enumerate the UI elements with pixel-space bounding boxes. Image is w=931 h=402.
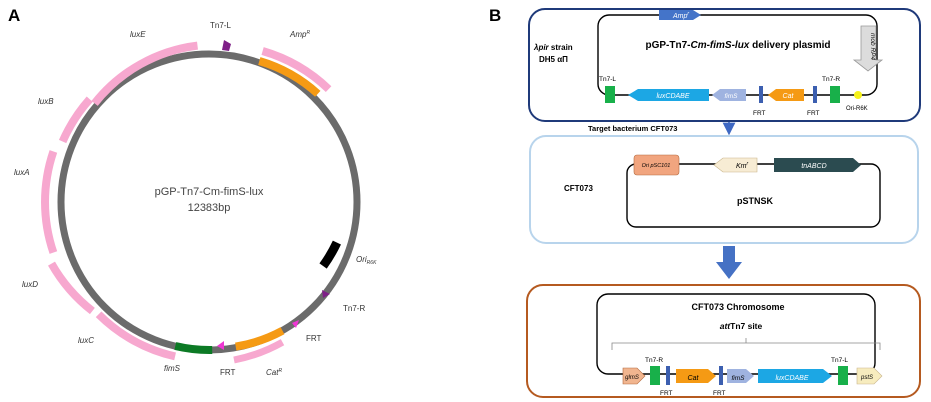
psts-label: pstS <box>860 375 873 381</box>
frt-label-2: FRT <box>220 368 236 377</box>
integration-arrow <box>716 246 742 279</box>
plasmid-name: pGP-Tn7-Cm-fimS-lux <box>155 186 264 198</box>
tn7r-marker <box>322 290 330 298</box>
amp-arc-outer <box>261 47 332 93</box>
ori-r6k-label: Ori-R6K <box>846 106 868 112</box>
tnabcd-label: tnABCD <box>801 163 826 170</box>
panel-a-letter: A <box>8 6 20 25</box>
frt-bar-box1-1 <box>759 86 763 103</box>
delivery-plasmid-box <box>528 8 921 122</box>
tn7r-box1-label: Tn7-R <box>822 76 840 83</box>
ori-psc101-box <box>633 154 680 176</box>
cat-arrow-box3 <box>676 369 716 383</box>
frt-bar-box3-2 <box>719 366 723 385</box>
amp-label: AmpR <box>289 30 310 39</box>
cat-box1-label: Cat <box>783 93 795 100</box>
panel-b-letter: B <box>489 6 501 25</box>
fimS-box1-label: fimS <box>725 93 739 100</box>
attn7-bracket <box>611 338 881 350</box>
frt-box3-label-2: FRT <box>713 390 726 397</box>
fimS-arc <box>174 342 213 355</box>
km-label: Kmr <box>736 161 749 170</box>
luxE-arc <box>91 41 198 106</box>
frt-bar-box1-2 <box>813 86 817 103</box>
frt-box1-label-2: FRT <box>807 110 820 117</box>
ori-r6k-dot <box>854 91 862 99</box>
luxB-arc <box>58 96 93 144</box>
tn7l-marker <box>222 40 231 51</box>
pstnsk-label: pSTNSK <box>737 196 774 206</box>
frt-label-1: FRT <box>306 334 322 343</box>
target-bacterium-label: Target bacterium CFT073 <box>588 124 677 133</box>
psts-arrow <box>856 367 883 385</box>
frt-box1-label-1: FRT <box>753 110 766 117</box>
strain-line2: DH5 αΠ <box>539 55 568 64</box>
luxC-arc <box>95 311 177 361</box>
cat-box3-label: Cat <box>688 375 700 382</box>
luxcdabe-box3-label: luxCDABE <box>775 375 808 382</box>
luxE-label: luxE <box>130 30 146 39</box>
tn7r-box1 <box>830 86 840 103</box>
luxB-label: luxB <box>38 97 54 106</box>
tn7l-label: Tn7-L <box>210 21 231 30</box>
frt-bar-box3-1 <box>666 366 670 385</box>
strain-line1: λpir strain <box>533 43 573 52</box>
tn7r-box3-label: Tn7-R <box>645 357 663 364</box>
luxCDABE-box1-label: luxCDABE <box>656 93 689 100</box>
frt-box3-label-1: FRT <box>660 390 673 397</box>
luxcdabe-arrow-box3 <box>758 369 832 383</box>
luxCDABE-arrow-box1 <box>628 89 709 101</box>
tn7l-box1 <box>605 86 615 103</box>
amp-gene-label: Ampr <box>672 11 689 20</box>
plasmid-size: 12383bp <box>188 202 231 214</box>
amp-gene-arrow <box>659 10 701 20</box>
frt-marker-2 <box>217 341 224 350</box>
fims-box3-label: fimS <box>732 375 746 382</box>
luxC-label: luxC <box>78 336 94 345</box>
cat-arc-outer <box>233 339 285 364</box>
cft073-label: CFT073 <box>564 184 593 193</box>
mob-rp4-label: mob RP4 <box>869 33 876 60</box>
delivery-plasmid-title: pGP-Tn7-Cm-fimS-lux delivery plasmid <box>645 40 830 51</box>
cat-label: CatR <box>266 368 282 377</box>
amp-arc-inner <box>258 57 321 97</box>
fimS-arrow-box1 <box>712 89 746 101</box>
tn7l-box3-label: Tn7-L <box>831 357 848 364</box>
fims-arrow-box3 <box>727 369 754 383</box>
attn7-site-label: attTn7 site <box>720 321 763 331</box>
luxA-arc <box>41 150 58 254</box>
luxD-arc <box>48 261 95 315</box>
tn7l-box1-label: Tn7-L <box>599 76 616 83</box>
tnabcd-arrow <box>774 158 861 172</box>
cat-arrow-box1 <box>768 89 804 101</box>
tn7r-label: Tn7-R <box>343 304 365 313</box>
luxA-label: luxA <box>14 168 30 177</box>
ori-label: OriR6K <box>356 255 377 266</box>
tn7r-box3 <box>650 366 660 385</box>
ori-arc <box>319 240 341 269</box>
cat-arc-inner <box>234 327 285 351</box>
mob-rp4-arrow <box>852 25 884 72</box>
ori-psc101-label: Ori pSC101 <box>642 163 671 169</box>
fimS-label: fimS <box>164 364 181 373</box>
glms-label: glmS <box>625 375 639 381</box>
frt-marker-1 <box>292 320 299 328</box>
chromosome-title: CFT073 Chromosome <box>691 302 784 312</box>
tn7l-box3 <box>838 366 848 385</box>
glms-arrow <box>622 367 646 385</box>
km-arrow <box>713 157 758 173</box>
luxD-label: luxD <box>22 280 38 289</box>
